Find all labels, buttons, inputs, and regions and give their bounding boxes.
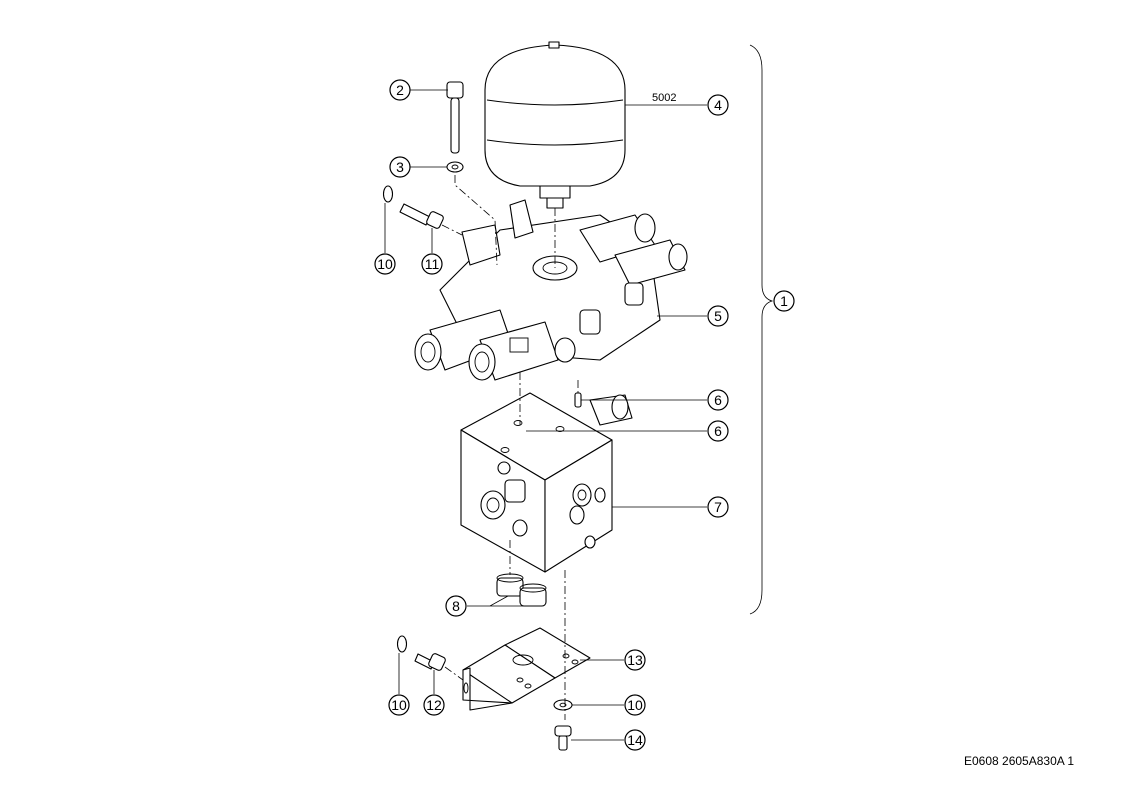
svg-text:3: 3 xyxy=(396,159,404,175)
svg-text:8: 8 xyxy=(452,598,460,614)
callout-5: 5 xyxy=(707,305,729,327)
axis-line xyxy=(454,175,498,266)
callout-10-lower: 10 xyxy=(388,694,410,716)
callout-14: 14 xyxy=(624,729,646,751)
svg-text:14: 14 xyxy=(627,732,643,748)
svg-text:6: 6 xyxy=(714,423,722,439)
svg-text:12: 12 xyxy=(426,697,442,713)
pin-6-upper xyxy=(574,392,582,408)
callout-6-upper: 6 xyxy=(707,389,729,411)
long-screw-part xyxy=(446,81,464,154)
callout-1: 1 xyxy=(773,290,795,312)
callout-3: 3 xyxy=(389,156,411,178)
washer-10-upper xyxy=(382,185,394,203)
svg-text:2: 2 xyxy=(396,82,404,98)
screw-11-part xyxy=(399,203,444,229)
svg-text:4: 4 xyxy=(714,97,722,113)
svg-text:10: 10 xyxy=(391,697,407,713)
svg-text:6: 6 xyxy=(714,392,722,408)
svg-text:1: 1 xyxy=(780,293,788,309)
callout-4: 4 xyxy=(707,94,729,116)
axis-line xyxy=(444,666,464,681)
assembly-bracket xyxy=(749,44,774,615)
part-code-label: 5002 xyxy=(652,92,676,104)
screw-14-part xyxy=(554,725,572,751)
washer-part xyxy=(446,161,464,173)
svg-text:13: 13 xyxy=(627,652,643,668)
washer-10-lower xyxy=(396,635,408,653)
callout-8: 8 xyxy=(445,595,467,617)
leader-line xyxy=(467,595,530,607)
callout-11: 11 xyxy=(421,253,443,275)
callout-10-right: 10 xyxy=(624,694,646,716)
callout-7: 7 xyxy=(707,496,729,518)
callout-2: 2 xyxy=(389,79,411,101)
callout-12: 12 xyxy=(423,694,445,716)
svg-text:11: 11 xyxy=(425,256,440,272)
callout-6-lower: 6 xyxy=(707,420,729,442)
valve-block-part xyxy=(414,199,688,381)
svg-text:10: 10 xyxy=(627,697,643,713)
axis-line xyxy=(441,224,463,236)
callout-10-upper: 10 xyxy=(374,253,396,275)
callout-13: 13 xyxy=(624,649,646,671)
svg-text:10: 10 xyxy=(377,256,393,272)
bracket-13-part xyxy=(462,627,591,711)
svg-text:7: 7 xyxy=(714,499,722,515)
screw-12-part xyxy=(414,653,446,671)
manifold-block-part xyxy=(460,392,633,573)
svg-text:5: 5 xyxy=(714,308,722,324)
accumulator-part xyxy=(484,41,626,209)
washer-10-right xyxy=(553,699,573,711)
drawing-reference-code: E0608 2605A830A 1 xyxy=(964,754,1075,768)
plug-8-parts xyxy=(496,573,547,607)
